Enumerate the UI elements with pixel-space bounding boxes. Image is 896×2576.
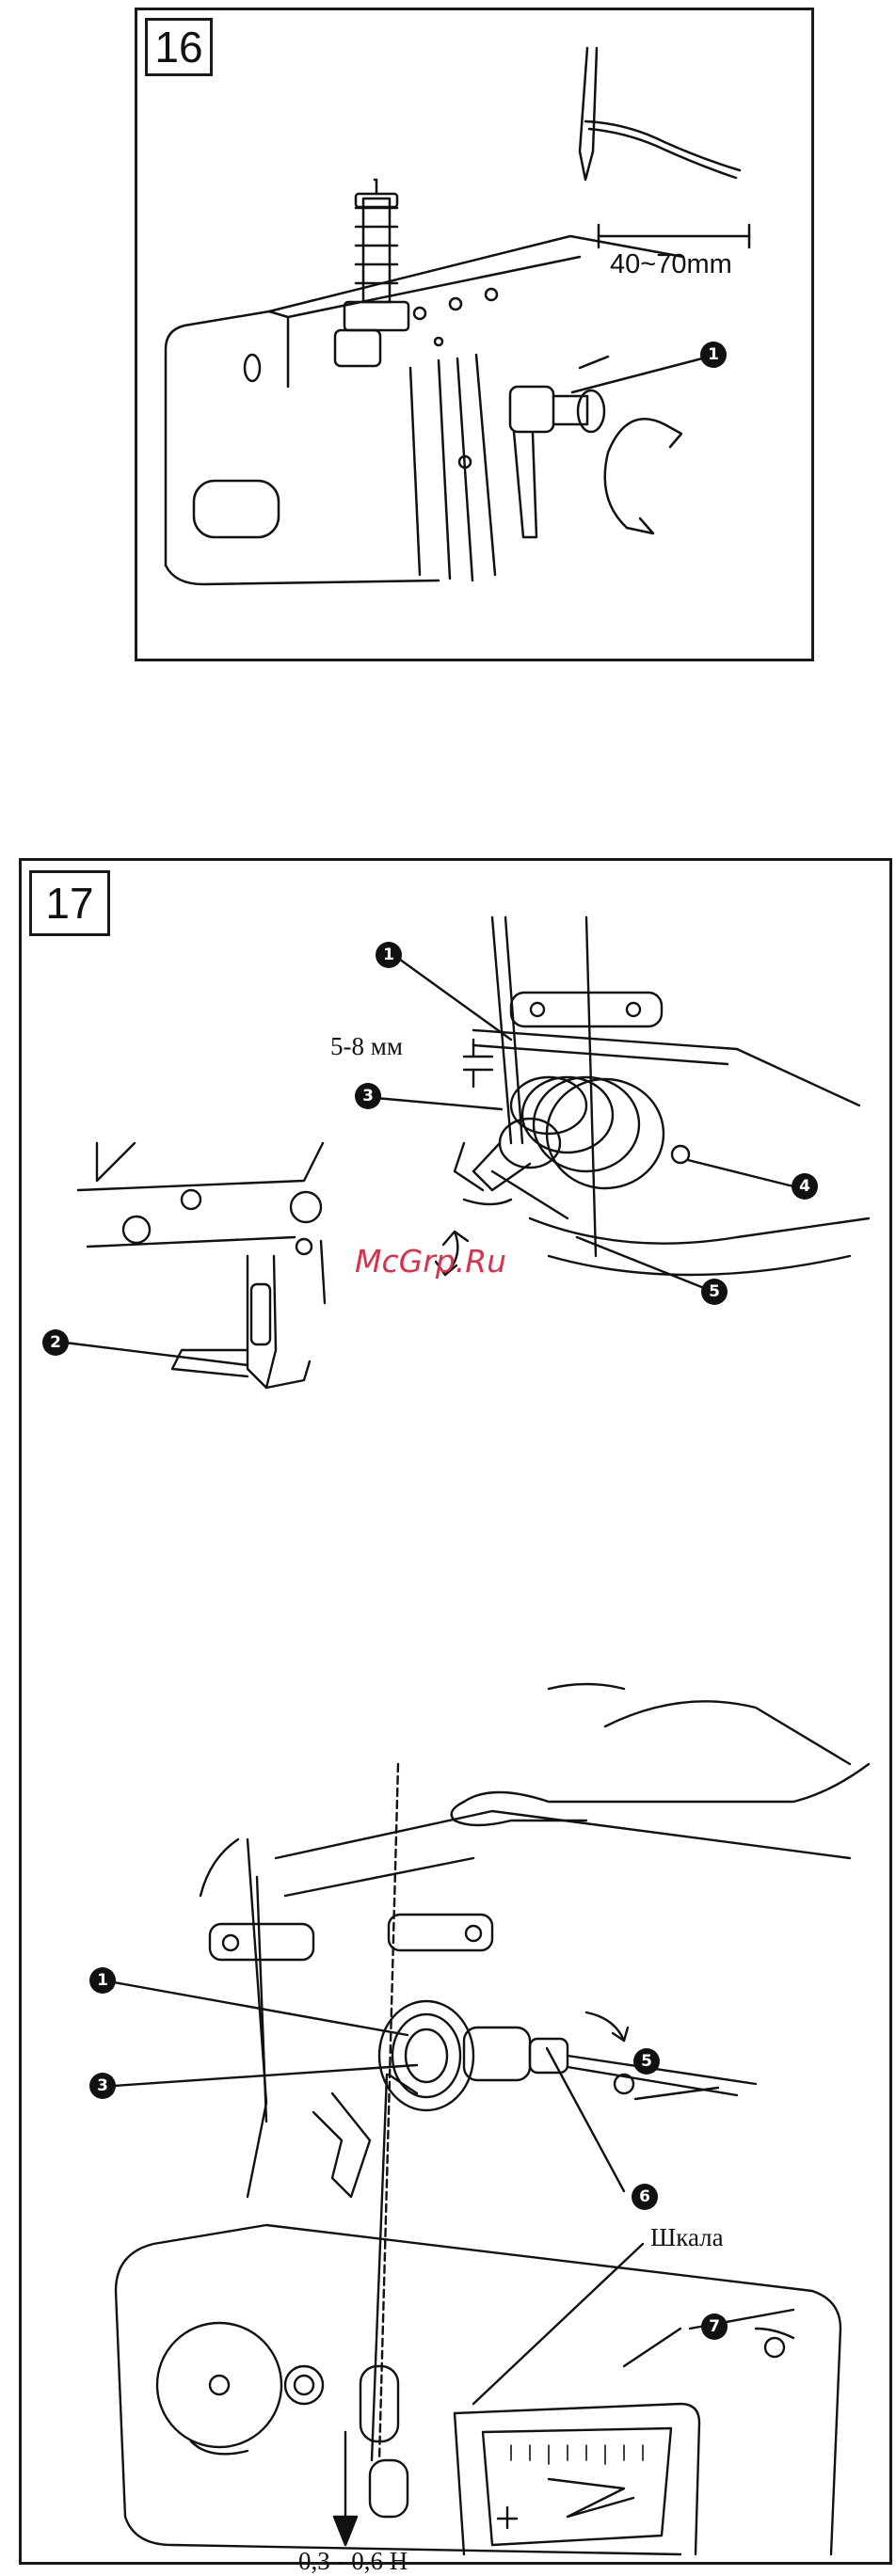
- figure-17-number: 17: [29, 870, 110, 936]
- callout-1-middle: 1: [89, 1967, 116, 1994]
- tension-value-label: 0,3 - 0,6 Н: [298, 2547, 408, 2576]
- figure-17-drawing: [22, 861, 889, 2562]
- callout-4: 4: [792, 1173, 818, 1200]
- callout-5-middle: 5: [633, 2048, 660, 2075]
- callout-1-top: 1: [376, 942, 402, 968]
- callout-3-top: 3: [355, 1083, 381, 1109]
- figure-17-panel: 17 5-8 мм Шкала 0,3 - 0,6 Н 1 2 3 4 5 1 …: [19, 858, 892, 2565]
- figure-16-drawing: [137, 10, 811, 659]
- scale-label: Шкала: [650, 2223, 724, 2252]
- callout-6: 6: [632, 2184, 658, 2210]
- callout-2: 2: [42, 1329, 69, 1356]
- figure-16-panel: 16 40~70mm 1: [135, 8, 814, 661]
- callout-7: 7: [701, 2314, 728, 2340]
- callout-3-middle: 3: [89, 2073, 116, 2099]
- spring-stroke-label: 5-8 мм: [330, 1032, 403, 1061]
- figure-16-number: 16: [145, 18, 213, 76]
- watermark-text: McGrp.Ru: [355, 1243, 506, 1280]
- gap-dimension-label: 40~70mm: [610, 249, 732, 280]
- callout-1: 1: [700, 342, 727, 368]
- callout-5-top: 5: [701, 1279, 728, 1305]
